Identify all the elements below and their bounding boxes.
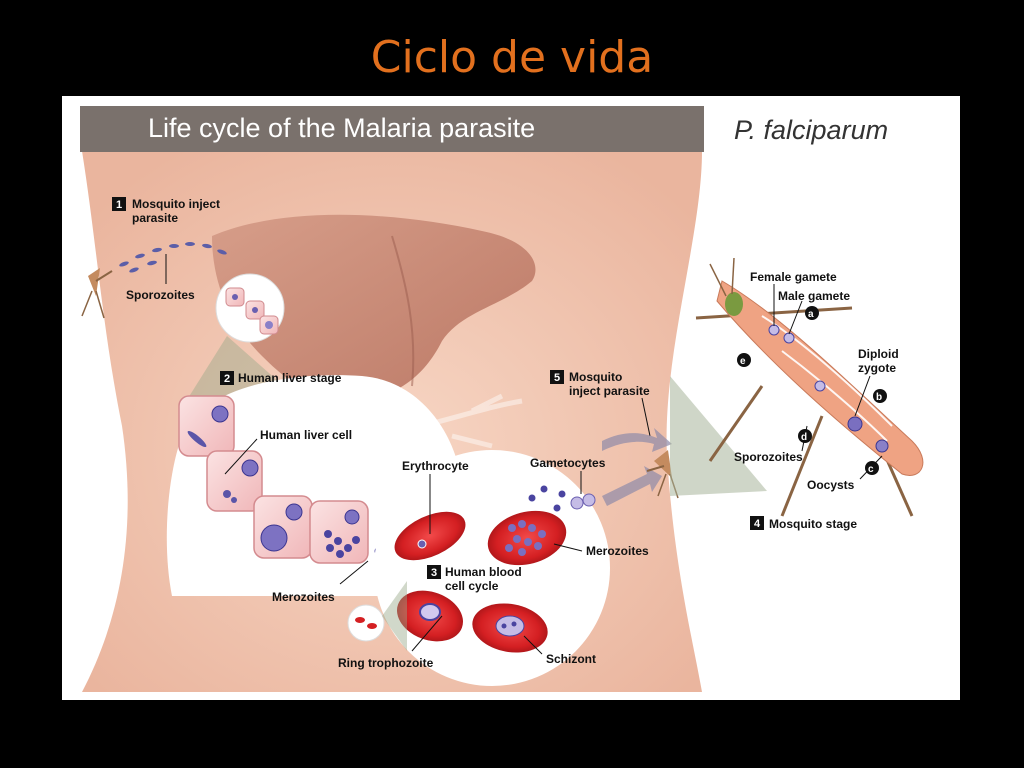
erythrocyte-merozoite — [417, 539, 427, 549]
oocysts-label: Oocysts — [807, 478, 855, 492]
stage-4-marker: 4 — [750, 516, 764, 530]
liver-cell-2 — [206, 450, 263, 512]
stage-1-label: Mosquito inject — [132, 197, 220, 211]
gametocytes-label: Gametocytes — [530, 456, 606, 470]
svg-text:5: 5 — [554, 372, 560, 384]
stage-2-marker: 2 — [220, 371, 234, 385]
svg-text:1: 1 — [116, 199, 122, 211]
marker-b: b — [873, 389, 887, 403]
diploid-zygote-label: Diploid — [858, 347, 899, 361]
svg-text:4: 4 — [754, 518, 761, 530]
sporozoites-label: Sporozoites — [126, 288, 195, 302]
malaria-life-cycle-diagram: Life cycle of the Malaria parasite P. fa… — [62, 96, 960, 700]
mosquito-body — [695, 257, 924, 517]
schizont-label: Schizont — [546, 652, 596, 666]
stage-3-label: Human blood — [445, 565, 522, 579]
human-liver-cell-label: Human liver cell — [260, 428, 352, 442]
liver-cell-1 — [178, 395, 235, 457]
banner-bar — [80, 106, 704, 152]
slide-title: Ciclo de vida — [370, 32, 654, 83]
stage-1-label-line2: parasite — [132, 211, 178, 225]
svg-text:c: c — [868, 464, 874, 475]
liver-cell-3 — [253, 495, 313, 559]
merozoites-blood-label: Merozoites — [586, 544, 649, 558]
erythrocyte-cell — [394, 511, 466, 561]
stage-3-label-line2: cell cycle — [445, 579, 499, 593]
ring-trophozoite-label: Ring trophozoite — [338, 656, 434, 670]
merozoites-liver-label: Merozoites — [272, 590, 335, 604]
species-label: P. falciparum — [734, 115, 888, 145]
schizont-nucleus — [511, 621, 517, 627]
liver-zoom-cells — [225, 287, 279, 335]
stage-1-marker: 1 — [112, 197, 126, 211]
stage-3-marker: 3 — [427, 565, 441, 579]
zoom-cone-blood — [382, 581, 407, 651]
schizont-nucleus — [501, 623, 507, 629]
svg-text:e: e — [740, 356, 746, 367]
gametocytes-cells — [570, 493, 596, 510]
arrow-to-mosquito — [602, 428, 672, 452]
erythrocyte-label: Erythrocyte — [402, 459, 469, 473]
sporozoites-stream — [119, 242, 227, 273]
banner-title: Life cycle of the Malaria parasite — [148, 113, 535, 143]
liver-cell-4 — [309, 500, 369, 564]
diploid-zygote-label-line2: zygote — [858, 361, 896, 375]
ring-trophozoite-parasite — [419, 603, 441, 621]
blood-zoom-circle — [347, 604, 385, 642]
svg-text:b: b — [876, 392, 882, 403]
liver-lobe-line — [391, 235, 415, 387]
svg-text:3: 3 — [431, 567, 437, 579]
marker-a: a — [805, 306, 819, 320]
svg-text:d: d — [801, 432, 807, 443]
stage-5-marker: 5 — [550, 370, 564, 384]
marker-d: d — [798, 429, 812, 443]
svg-text:2: 2 — [224, 373, 230, 385]
schizont-parasite — [495, 615, 525, 637]
stage-4-label: Mosquito stage — [769, 517, 857, 531]
male-gamete-label: Male gamete — [778, 289, 850, 303]
marker-e: e — [737, 353, 751, 367]
arrow-from-gametocytes — [602, 466, 662, 506]
mosquito-gametes — [768, 324, 889, 453]
mosquito-sporozoites-label: Sporozoites — [734, 450, 803, 464]
stage-5-label-line2: inject parasite — [569, 384, 650, 398]
stage-2-label: Human liver stage — [238, 371, 342, 385]
female-gamete-label: Female gamete — [750, 270, 837, 284]
liver-organ — [212, 214, 536, 402]
mosquito-icon-left — [81, 268, 113, 319]
svg-text:a: a — [808, 309, 814, 320]
zoom-cone-mosquito — [670, 376, 767, 496]
stage-5-label: Mosquito — [569, 370, 622, 384]
released-blood-merozoites — [528, 485, 566, 512]
marker-c: c — [865, 461, 879, 475]
merozoite-cluster — [505, 520, 546, 556]
